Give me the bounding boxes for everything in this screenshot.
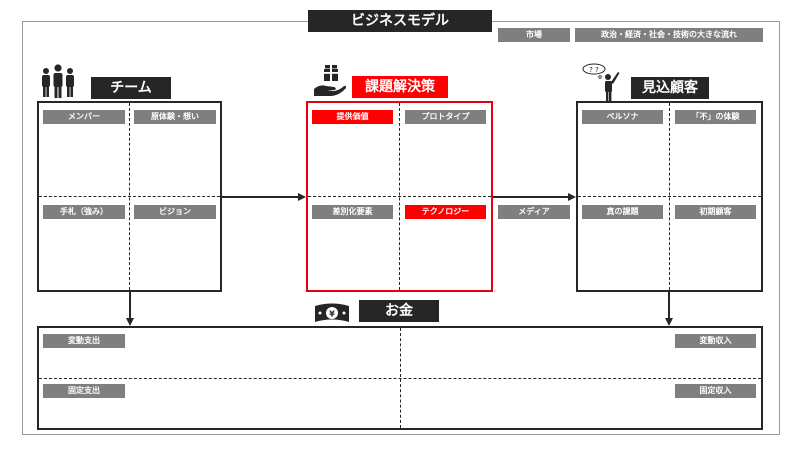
gift-hand-icon xyxy=(312,63,348,99)
solution-label: 課題解決策 xyxy=(352,76,448,98)
market-label: 市場 xyxy=(498,28,570,42)
solution-cell-value: 提供価値 xyxy=(312,110,393,124)
arrow-head-solution-to-customer xyxy=(568,193,576,201)
money-label: お金 xyxy=(359,300,439,322)
solution-divider-h xyxy=(308,196,491,197)
customer-cell-true-problem: 真の課題 xyxy=(582,205,663,219)
customer-cell-pain-experience: 「不」の体験 xyxy=(675,110,756,124)
arrow-head-team-to-solution xyxy=(298,193,306,201)
team-cell-origin: 原体験・想い xyxy=(134,110,216,124)
arrow-head-customer-to-money xyxy=(665,318,673,326)
solution-cell-prototype: プロトタイプ xyxy=(405,110,486,124)
money-box xyxy=(37,326,763,430)
solution-cell-technology: テクノロジー xyxy=(405,205,486,219)
media-label: メディア xyxy=(498,205,570,219)
solution-box xyxy=(306,101,493,292)
page-title: ビジネスモデル xyxy=(308,10,492,32)
customer-box xyxy=(576,101,763,292)
customer-divider-h xyxy=(578,196,761,197)
team-label: チーム xyxy=(91,77,171,99)
team-cell-vision: ビジョン xyxy=(134,205,216,219)
people-icon xyxy=(40,64,76,100)
svg-text:? ?: ? ? xyxy=(589,66,599,74)
customer-label: 見込顧客 xyxy=(631,77,709,99)
team-cell-members: メンバー xyxy=(43,110,125,124)
customer-cell-persona: ペルソナ xyxy=(582,110,663,124)
customer-cell-early-adopters: 初期顧客 xyxy=(675,205,756,219)
solution-cell-differentiation: 差別化要素 xyxy=(312,205,393,219)
team-cell-strengths: 手札（強み） xyxy=(43,205,125,219)
money-cell-fixed-cost: 固定支出 xyxy=(43,384,125,398)
money-icon: ¥ xyxy=(312,300,352,326)
money-cell-variable-cost: 変動支出 xyxy=(43,334,125,348)
money-cell-fixed-revenue: 固定収入 xyxy=(675,384,756,398)
thinking-person-icon: ? ? xyxy=(578,62,624,102)
money-cell-variable-revenue: 変動収入 xyxy=(675,334,756,348)
arrow-head-team-to-money xyxy=(126,318,134,326)
market-value: 政治・経済・社会・技術の大きな流れ xyxy=(575,28,763,42)
svg-text:¥: ¥ xyxy=(329,310,335,319)
team-divider-h xyxy=(39,196,220,197)
money-divider-h xyxy=(39,378,761,379)
team-box xyxy=(37,101,222,292)
